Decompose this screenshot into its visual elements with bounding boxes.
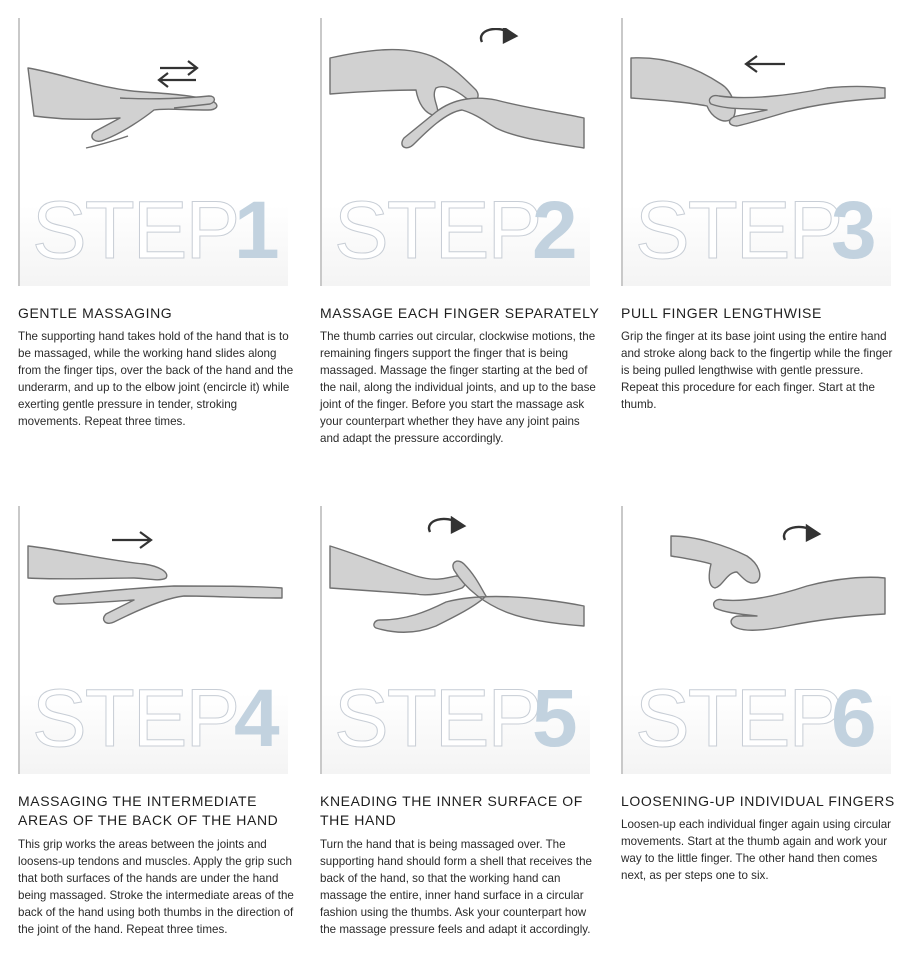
step-number: 1	[234, 185, 280, 276]
hands-illustration	[630, 55, 886, 127]
panel-divider	[621, 506, 623, 774]
arrow-left-icon	[744, 55, 785, 73]
step-number: 3	[831, 185, 877, 276]
step-2: STEP 2 MASSAGE EACH FINGER SEPARATELY Th…	[320, 18, 610, 445]
step-1-illustration-panel: STEP 1	[18, 18, 288, 286]
step-6-illustration-panel: STEP 6	[621, 506, 891, 774]
step-description: Loosen-up each individual finger again u…	[621, 818, 892, 882]
step-description: The supporting hand takes hold of the ha…	[18, 330, 294, 428]
panel-divider	[320, 18, 322, 286]
step-4-illustration-panel: STEP 4	[18, 506, 288, 774]
step-1: STEP 1 GENTLE MASSAGING The supporting h…	[18, 18, 308, 428]
step-label: STEP	[31, 185, 240, 276]
step-title: MASSAGING THE INTERMEDIATE AREAS OF THE …	[18, 793, 279, 828]
step-3: STEP 3 PULL FINGER LENGTHWISE Grip the f…	[621, 18, 908, 411]
step-number: 2	[532, 185, 578, 276]
step-description: Grip the finger at its base joint using …	[621, 330, 893, 411]
hands-illustration	[329, 516, 585, 633]
step-title: MASSAGE EACH FINGER SEPARATELY	[320, 305, 600, 321]
step-number: 5	[532, 673, 578, 764]
step-2-illustration-panel: STEP 2	[320, 18, 590, 286]
step-label: STEP	[31, 673, 240, 764]
step-description: This grip works the areas between the jo…	[18, 838, 294, 936]
step-label: STEP	[333, 185, 542, 276]
panel-divider	[18, 18, 20, 286]
step-label: STEP	[634, 673, 843, 764]
clockwise-rotation-icon	[782, 523, 822, 542]
step-title: KNEADING THE INNER SURFACE OF THE HAND	[320, 793, 583, 828]
step-5-illustration-panel: STEP 5	[320, 506, 590, 774]
step-title: PULL FINGER LENGTHWISE	[621, 305, 822, 321]
step-number: 4	[234, 673, 280, 764]
hands-illustration	[27, 531, 283, 624]
panel-divider	[621, 18, 623, 286]
arrow-right-icon	[112, 531, 153, 549]
step-3-illustration-panel: STEP 3	[621, 18, 891, 286]
step-4: STEP 4 MASSAGING THE INTERMEDIATE AREAS …	[18, 506, 308, 936]
step-description: The thumb carries out circular, clockwis…	[320, 330, 596, 445]
step-title: LOOSENING-UP INDIVIDUAL FINGERS	[621, 793, 895, 809]
panel-divider	[18, 506, 20, 774]
panel-divider	[320, 506, 322, 774]
step-number: 6	[831, 673, 877, 764]
step-title: GENTLE MASSAGING	[18, 305, 173, 321]
step-label: STEP	[634, 185, 843, 276]
clockwise-rotation-icon	[427, 516, 467, 534]
hands-illustration	[329, 28, 585, 149]
hands-illustration	[27, 60, 218, 149]
clockwise-rotation-icon	[479, 28, 519, 44]
step-description: Turn the hand that is being massaged ove…	[320, 838, 592, 936]
step-6: STEP 6 LOOSENING-UP INDIVIDUAL FINGERS L…	[621, 506, 908, 882]
step-label: STEP	[333, 673, 542, 764]
hands-illustration	[670, 523, 886, 631]
double-arrow-left-right-icon	[157, 60, 199, 88]
step-5: STEP 5 KNEADING THE INNER SURFACE OF THE…	[320, 506, 610, 936]
